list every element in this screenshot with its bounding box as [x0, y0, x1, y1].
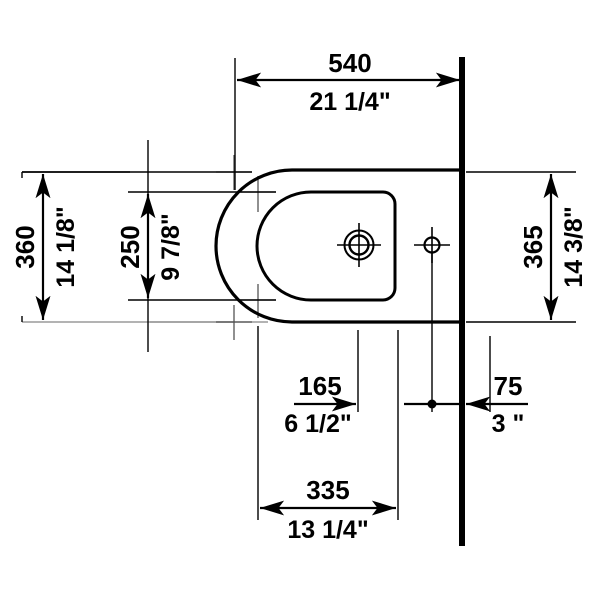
dimension-bowl-width: 250 9 7/8" [115, 194, 185, 298]
bidet-outer-outline [214, 168, 464, 324]
dimension-label-540-mm: 540 [328, 48, 371, 78]
dimension-hole-to-wall: 75 3 " [404, 371, 528, 438]
dimension-overall-depth: 540 21 1/4" [237, 48, 460, 116]
dimension-label-250-mm: 250 [115, 225, 145, 268]
dimension-overall-width: 360 14 1/8" [10, 174, 80, 320]
dimension-label-540-inch: 21 1/4" [309, 88, 390, 116]
dimension-bowl-to-hole2: 335 13 1/4" [260, 475, 396, 544]
dimension-label-335-inch: 13 1/4" [287, 516, 368, 544]
dimension-label-165-mm: 165 [298, 371, 341, 401]
bidet-inner-bowl-outline [255, 190, 397, 302]
dimension-label-250-inch: 9 7/8" [157, 213, 185, 280]
dimension-label-75-mm: 75 [494, 371, 523, 401]
dimension-label-365-mm: 365 [518, 225, 548, 268]
extension-lines [21, 58, 576, 520]
dimension-center-dot [427, 399, 437, 409]
large-mounting-hole [337, 223, 381, 267]
dimension-label-335-mm: 335 [306, 475, 349, 505]
dimension-label-365-inch: 14 3/8" [560, 206, 588, 287]
small-mounting-hole [414, 227, 450, 263]
dimension-label-165-inch: 6 1/2" [284, 410, 351, 438]
dimension-label-360-mm: 360 [10, 225, 40, 268]
dimension-wall-width: 365 14 3/8" [518, 174, 588, 320]
dimension-hole-to-bowl: 165 6 1/2" [284, 371, 356, 438]
dimension-label-75-inch: 3 " [492, 410, 525, 438]
dimension-label-360-inch: 14 1/8" [52, 206, 80, 287]
